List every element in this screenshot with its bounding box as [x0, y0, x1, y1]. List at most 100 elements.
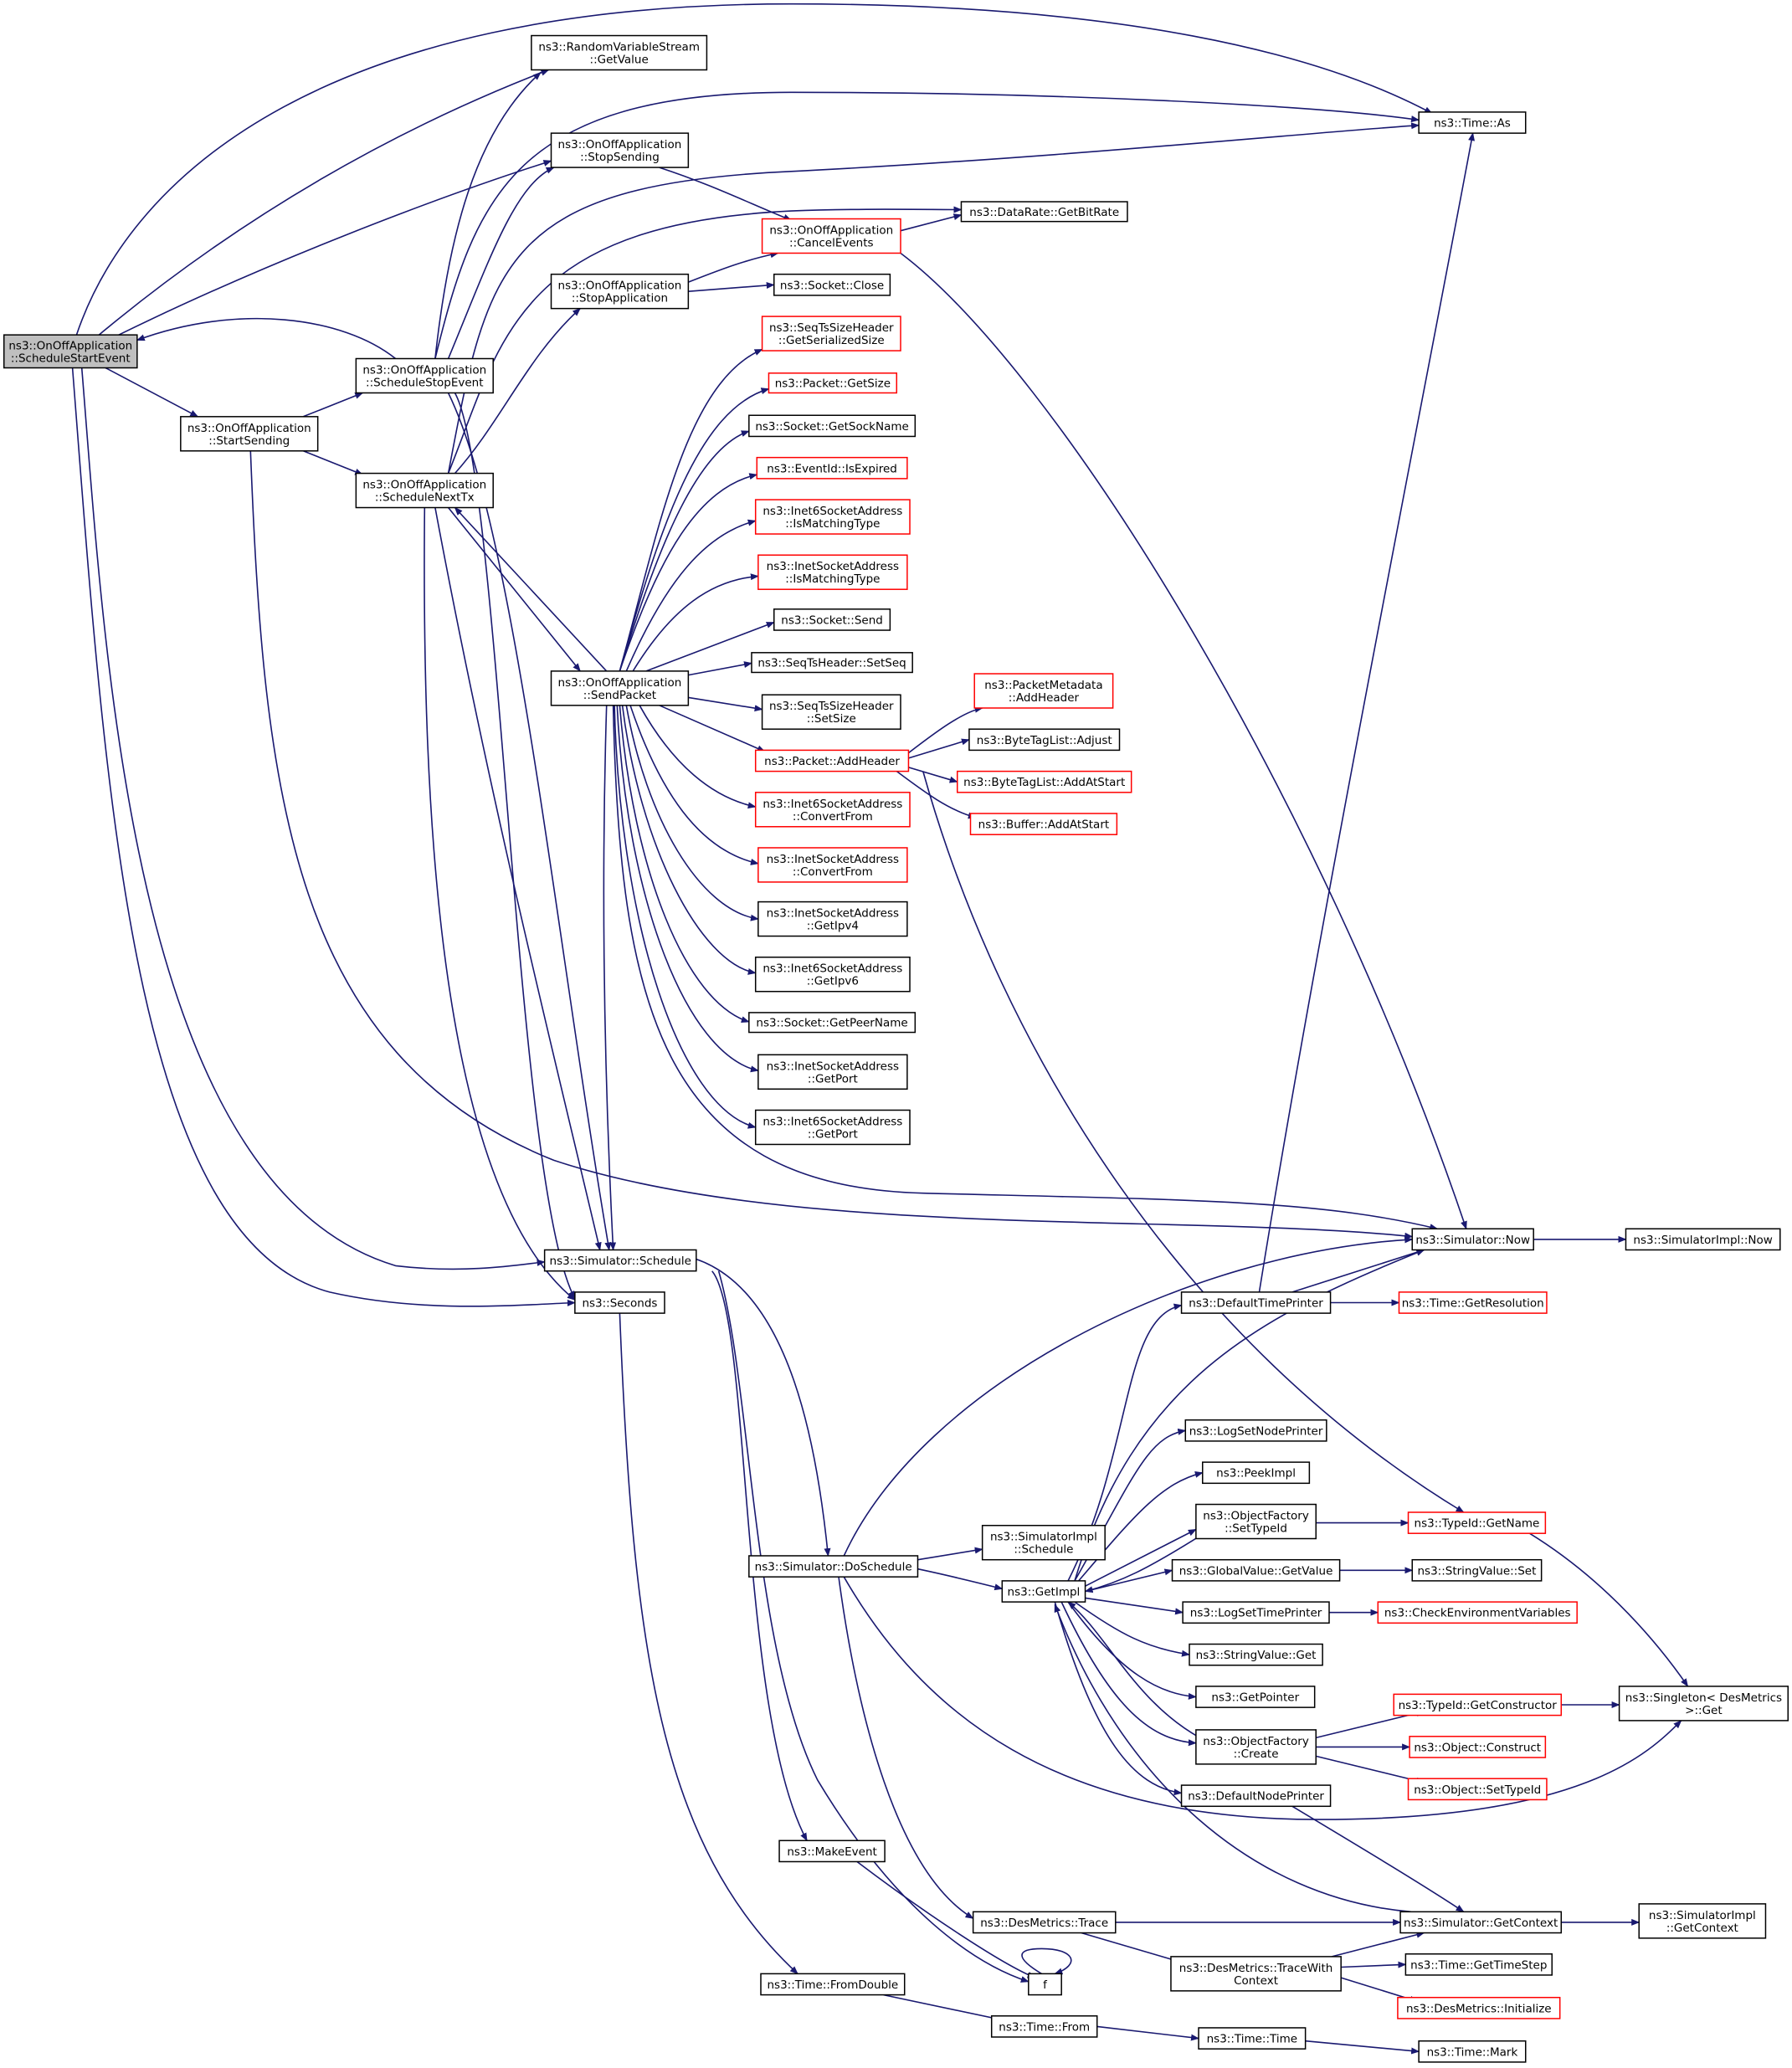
node-box-root[interactable] [3, 334, 138, 369]
node-box-objSetTypeId[interactable] [1407, 1778, 1548, 1801]
node-startSending[interactable]: ns3::OnOffApplication::StartSending [180, 416, 319, 452]
node-timeTime[interactable]: ns3::Time::Time [1198, 2027, 1307, 2050]
node-sockSend[interactable]: ns3::Socket::Send [773, 608, 891, 631]
node-btlAdjust[interactable]: ns3::ByteTagList::Adjust [968, 728, 1121, 752]
node-box-defTimePrinter[interactable] [1180, 1291, 1332, 1314]
node-doSchedule[interactable]: ns3::Simulator::DoSchedule [748, 1555, 919, 1578]
node-box-i6Port[interactable] [754, 1109, 911, 1146]
node-defTimePrinter[interactable]: ns3::DefaultTimePrinter [1180, 1291, 1332, 1314]
node-getPeerName[interactable]: ns3::Socket::GetPeerName [748, 1012, 917, 1034]
node-i6Port[interactable]: ns3::Inet6SocketAddress::GetPort [754, 1109, 911, 1146]
node-box-i4Match[interactable] [757, 554, 908, 590]
node-box-btlAddStart[interactable] [956, 770, 1132, 793]
node-box-doSchedule[interactable] [748, 1555, 919, 1578]
node-root[interactable]: ns3::OnOffApplication::ScheduleStartEven… [3, 334, 138, 369]
node-box-getTimeStep[interactable] [1404, 1953, 1553, 1976]
node-box-cancelEvents[interactable] [761, 218, 901, 254]
node-setSize[interactable]: ns3::SeqTsSizeHeader::SetSize [761, 694, 901, 730]
node-isExpired[interactable]: ns3::EventId::IsExpired [756, 456, 908, 480]
node-getPointer[interactable]: ns3::GetPointer [1195, 1686, 1316, 1708]
node-i6Match[interactable]: ns3::Inet6SocketAddress::IsMatchingType [754, 499, 911, 535]
node-box-f[interactable] [1028, 1973, 1062, 1996]
node-box-timeAs[interactable] [1418, 111, 1527, 134]
node-box-makeEvent[interactable] [778, 1840, 886, 1863]
node-timeAs[interactable]: ns3::Time::As [1418, 111, 1527, 134]
node-i4Ipv4[interactable]: ns3::InetSocketAddress::GetIpv4 [757, 901, 908, 937]
node-box-simNow[interactable] [1411, 1228, 1534, 1251]
node-box-logSetNode[interactable] [1184, 1419, 1327, 1442]
node-simGetContext[interactable]: ns3::Simulator::GetContext [1399, 1911, 1563, 1934]
node-logSetNode[interactable]: ns3::LogSetNodePrinter [1184, 1419, 1327, 1442]
node-box-getSockName[interactable] [748, 414, 917, 438]
node-box-ofSetTypeId[interactable] [1195, 1503, 1317, 1540]
node-box-gvGetValue[interactable] [1171, 1558, 1341, 1582]
node-box-getResolution[interactable] [1398, 1291, 1548, 1314]
node-box-i4Conv[interactable] [757, 847, 908, 883]
node-i4Match[interactable]: ns3::InetSocketAddress::IsMatchingType [757, 554, 908, 590]
node-bufAddStart[interactable]: ns3::Buffer::AddAtStart [969, 813, 1118, 835]
node-box-rvs[interactable] [531, 34, 708, 71]
node-box-schedNext[interactable] [355, 472, 494, 509]
node-simImplGetContext[interactable]: ns3::SimulatorImpl::GetContext [1638, 1903, 1767, 1939]
node-typeIdGetName[interactable]: ns3::TypeId::GetName [1407, 1511, 1547, 1534]
node-box-simImplGetContext[interactable] [1638, 1903, 1767, 1939]
node-f[interactable]: f [1028, 1973, 1062, 1996]
node-box-logSetTime[interactable] [1182, 1601, 1330, 1624]
node-box-defNodePrinter[interactable] [1180, 1784, 1332, 1808]
node-box-i6Ipv6[interactable] [754, 956, 911, 993]
node-i6Ipv6[interactable]: ns3::Inet6SocketAddress::GetIpv6 [754, 956, 911, 993]
node-box-isExpired[interactable] [756, 456, 908, 480]
node-box-pktGetSize[interactable] [768, 372, 898, 394]
node-box-i6Conv[interactable] [754, 792, 911, 828]
node-svSet[interactable]: ns3::StringValue::Set [1411, 1558, 1543, 1582]
node-makeEvent[interactable]: ns3::MakeEvent [778, 1840, 886, 1863]
node-box-getImpl[interactable] [1001, 1580, 1086, 1603]
node-box-startSending[interactable] [180, 416, 319, 452]
node-box-stopApp[interactable] [550, 273, 690, 310]
node-box-svSet[interactable] [1411, 1558, 1543, 1582]
node-box-objConstruct[interactable] [1409, 1736, 1547, 1758]
node-schedStop[interactable]: ns3::OnOffApplication::ScheduleStopEvent [355, 357, 494, 394]
node-stopSending[interactable]: ns3::OnOffApplication::StopSending [550, 132, 690, 168]
node-box-addHeader[interactable] [754, 749, 910, 772]
node-dmInit[interactable]: ns3::DesMetrics::Initialize [1397, 1996, 1561, 2019]
node-box-schedStop[interactable] [355, 357, 494, 394]
node-box-stopSending[interactable] [550, 132, 690, 168]
node-box-btlAdjust[interactable] [968, 728, 1121, 752]
node-i4Conv[interactable]: ns3::InetSocketAddress::ConvertFrom [757, 847, 908, 883]
node-i6Conv[interactable]: ns3::Inet6SocketAddress::ConvertFrom [754, 792, 911, 828]
node-getBitRate[interactable]: ns3::DataRate::GetBitRate [960, 201, 1128, 223]
node-box-ofCreate[interactable] [1195, 1729, 1317, 1765]
node-box-setSeq[interactable] [751, 652, 913, 674]
node-box-getPeerName[interactable] [748, 1012, 917, 1034]
node-addHeader[interactable]: ns3::Packet::AddHeader [754, 749, 910, 772]
node-box-sockClose[interactable] [773, 273, 891, 296]
node-box-bufAddStart[interactable] [969, 813, 1118, 835]
node-sockClose[interactable]: ns3::Socket::Close [773, 273, 891, 296]
node-svGet[interactable]: ns3::StringValue::Get [1189, 1643, 1323, 1666]
node-box-i4Ipv4[interactable] [757, 901, 908, 937]
node-checkEnv[interactable]: ns3::CheckEnvironmentVariables [1377, 1601, 1578, 1624]
node-sendPacket[interactable]: ns3::OnOffApplication::SendPacket [550, 670, 690, 706]
node-box-timeMark[interactable] [1418, 2040, 1527, 2063]
node-seqSerSize[interactable]: ns3::SeqTsSizeHeader::GetSerializedSize [761, 316, 901, 352]
node-tidGetCtor[interactable]: ns3::TypeId::GetConstructor [1393, 1693, 1563, 1716]
node-i4Port[interactable]: ns3::InetSocketAddress::GetPort [757, 1054, 908, 1090]
node-gvGetValue[interactable]: ns3::GlobalValue::GetValue [1171, 1558, 1341, 1582]
node-seconds[interactable]: ns3::Seconds [574, 1291, 665, 1314]
node-box-setSize[interactable] [761, 694, 901, 730]
node-getImpl[interactable]: ns3::GetImpl [1001, 1580, 1086, 1603]
node-box-typeIdGetName[interactable] [1407, 1511, 1547, 1534]
node-schedNext[interactable]: ns3::OnOffApplication::ScheduleNextTx [355, 472, 494, 509]
node-box-simGetContext[interactable] [1399, 1911, 1563, 1934]
node-objConstruct[interactable]: ns3::Object::Construct [1409, 1736, 1547, 1758]
node-box-i6Match[interactable] [754, 499, 911, 535]
node-box-singletonGet[interactable] [1618, 1686, 1789, 1722]
node-setSeq[interactable]: ns3::SeqTsHeader::SetSeq [751, 652, 913, 674]
node-logSetTime[interactable]: ns3::LogSetTimePrinter [1182, 1601, 1330, 1624]
node-objSetTypeId[interactable]: ns3::Object::SetTypeId [1407, 1778, 1548, 1801]
node-fromDouble[interactable]: ns3::Time::FromDouble [760, 1973, 906, 1996]
node-box-tidGetCtor[interactable] [1393, 1693, 1563, 1716]
node-pktGetSize[interactable]: ns3::Packet::GetSize [768, 372, 898, 394]
node-box-simImplNow[interactable] [1625, 1228, 1781, 1251]
